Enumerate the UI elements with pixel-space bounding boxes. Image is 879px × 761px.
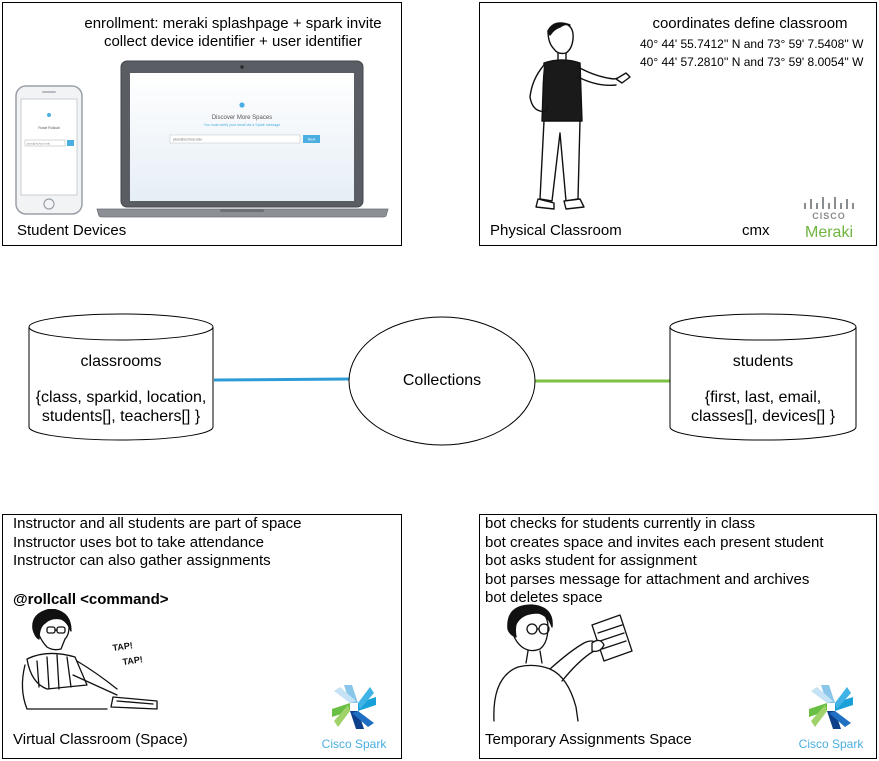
logo-meraki-text: Meraki (805, 224, 853, 241)
laptop-screen-title: Discover More Spaces (212, 115, 272, 121)
typing-person-illustration: TAP! TAP! (21, 609, 158, 710)
enrollment-line-1: enrollment: meraki splashpage + spark in… (84, 15, 382, 32)
virtual-line-2: Instructor uses bot to take attendance (13, 534, 264, 551)
temp-line-5: bot deletes space (485, 589, 603, 606)
laptop-input-value: jdoe@school.edu (172, 138, 202, 142)
laptop-next-button: Next (308, 138, 317, 142)
tap-text-1: TAP! (112, 640, 134, 653)
collections-ellipse (348, 316, 536, 446)
cisco-spark-logo-left: Cisco Spark (322, 685, 388, 751)
phone-illustration: Rosie Rollcall jdoe@school.edu (15, 85, 83, 215)
students-title: students (732, 353, 794, 370)
tap-text-2: TAP! (122, 654, 144, 667)
virtual-line-1: Instructor and all students are part of … (13, 515, 302, 532)
laptop-illustration: Discover More Spaces You must verify you… (96, 60, 389, 218)
physical-classroom-label: Physical Classroom (490, 222, 622, 239)
classrooms-cylinder (28, 313, 214, 441)
enrollment-line-2: collect device identifier + user identif… (103, 33, 363, 50)
students-fields-line-1: {first, last, email, (704, 389, 822, 406)
student-devices-panel: enrollment: meraki splashpage + spark in… (2, 2, 402, 246)
cisco-spark-logo-right: Cisco Spark (799, 685, 865, 751)
temp-line-4: bot parses message for attachment and ar… (485, 571, 810, 588)
presenter-illustration (529, 22, 631, 210)
coordinates-title: coordinates define classroom (652, 15, 848, 32)
rollcall-command: @rollcall <command> (13, 591, 169, 608)
spark-logo-text-right: Cisco Spark (799, 737, 865, 751)
coordinate-2: 40° 44' 57.2810'' N and 73° 59' 8.0054''… (640, 55, 864, 69)
virtual-classroom-panel: Instructor and all students are part of … (2, 514, 402, 759)
classrooms-fields-line-1: {class, sparkid, location, (35, 389, 207, 406)
temp-line-1: bot checks for students currently in cla… (485, 515, 756, 532)
classrooms-fields-line-2: students[], teachers[] } (41, 408, 201, 425)
students-cylinder (669, 313, 857, 441)
temporary-space-label: Temporary Assignments Space (485, 731, 692, 748)
phone-input-value: jdoe@school.edu (26, 142, 51, 146)
virtual-classroom-label: Virtual Classroom (Space) (13, 731, 188, 748)
phone-screen-title: Rosie Rollcall (38, 126, 59, 130)
temp-line-3: bot asks student for assignment (485, 552, 697, 569)
physical-classroom-panel: coordinates define classroom 40° 44' 55.… (479, 2, 877, 246)
spark-logo-text-left: Cisco Spark (322, 737, 388, 751)
cmx-label: cmx (742, 222, 770, 239)
logo-cisco-text: CISCO (812, 211, 846, 221)
temp-line-2: bot creates space and invites each prese… (485, 534, 824, 551)
cisco-meraki-logo: CISCO Meraki (804, 197, 854, 241)
reading-person-illustration (493, 604, 633, 722)
classrooms-title: classrooms (80, 353, 162, 370)
laptop-screen-subtitle: You must verify your email via a Spark m… (204, 123, 281, 127)
virtual-line-3: Instructor can also gather assignments (13, 552, 271, 569)
coordinate-1: 40° 44' 55.7412'' N and 73° 59' 7.5408''… (640, 37, 864, 51)
student-devices-label: Student Devices (17, 222, 127, 239)
collections-label: Collections (402, 372, 482, 389)
students-fields-line-2: classes[], devices[] } (690, 408, 836, 425)
temporary-space-panel: bot checks for students currently in cla… (479, 514, 877, 759)
link-classrooms-collections (213, 377, 351, 382)
collections-diagram (28, 313, 857, 446)
